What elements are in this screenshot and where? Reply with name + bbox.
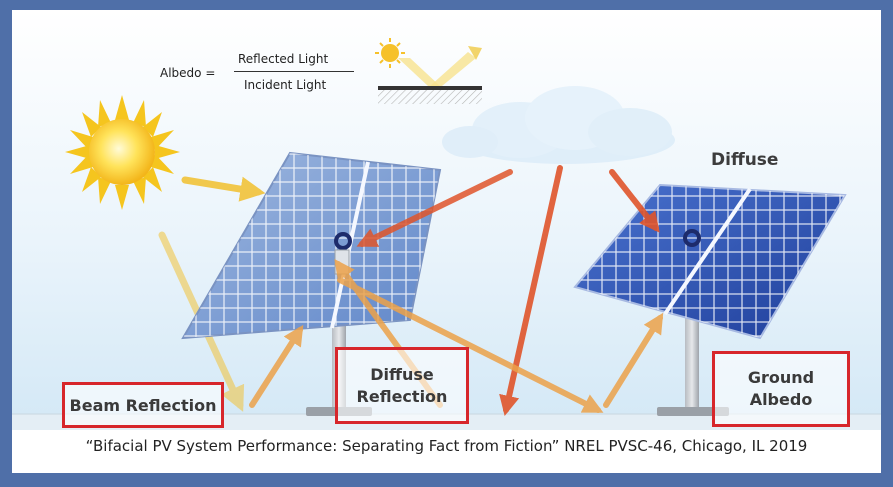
fraction-bar <box>234 71 354 72</box>
diffuse-reflection-box: Diffuse Reflection <box>335 347 469 424</box>
sun-icon <box>65 95 180 210</box>
diagram-frame: Albedo = Reflected Light Incident Light … <box>12 10 881 473</box>
ground-albedo-line2: Albedo <box>749 390 813 409</box>
ground-albedo-line1: Ground <box>747 368 815 387</box>
formula-denominator: Incident Light <box>244 78 327 92</box>
formula-lhs: Albedo = <box>160 66 216 80</box>
diffuse-reflection-line2: Reflection <box>356 386 448 406</box>
diffuse-reflection-line1: Diffuse <box>370 364 434 384</box>
pole <box>685 300 699 412</box>
beam-reflection-label: Beam Reflection <box>69 395 217 415</box>
source-caption: “Bifacial PV System Performance: Separat… <box>85 437 808 455</box>
formula-numerator: Reflected Light <box>238 52 329 66</box>
ground-albedo-box: Ground Albedo <box>712 351 850 427</box>
beam-reflection-box: Beam Reflection <box>62 382 224 428</box>
diffuse-label: Diffuse <box>711 150 779 170</box>
cloud-icon <box>442 86 675 164</box>
albedo-icon <box>375 38 482 104</box>
small-sun-icon <box>375 38 405 68</box>
